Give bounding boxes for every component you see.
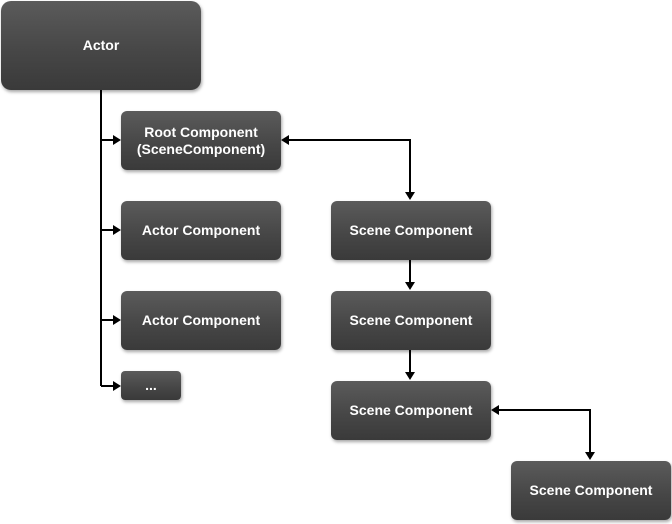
actor-component-node-2: Actor Component (121, 291, 281, 350)
arrowhead-root-back (281, 135, 289, 145)
scene-component-node-1: Scene Component (331, 201, 491, 260)
arrowhead-scene-4 (585, 452, 595, 460)
arrowhead-scene-1 (405, 192, 415, 200)
actor-node: Actor (1, 1, 201, 90)
root-component-node: Root Component (SceneComponent) (121, 111, 281, 170)
ellipsis-node: ... (121, 371, 181, 400)
arrowhead-scene-3-back (491, 405, 499, 415)
scene-component-node-2: Scene Component (331, 291, 491, 350)
connector-root-to-scene-1 (289, 139, 411, 193)
arrowhead-actor-component-2 (113, 315, 121, 325)
arrowhead-scene-3 (405, 372, 415, 380)
scene-component-node-3: Scene Component (331, 381, 491, 440)
arrowhead-actor-component-1 (113, 225, 121, 235)
actor-component-node-1: Actor Component (121, 201, 281, 260)
scene-component-node-4: Scene Component (511, 461, 671, 520)
arrowhead-root-component (113, 135, 121, 145)
arrowhead-ellipsis (113, 381, 121, 391)
arrowhead-scene-2 (405, 282, 415, 290)
connector-scene-3-to-4 (499, 409, 591, 453)
